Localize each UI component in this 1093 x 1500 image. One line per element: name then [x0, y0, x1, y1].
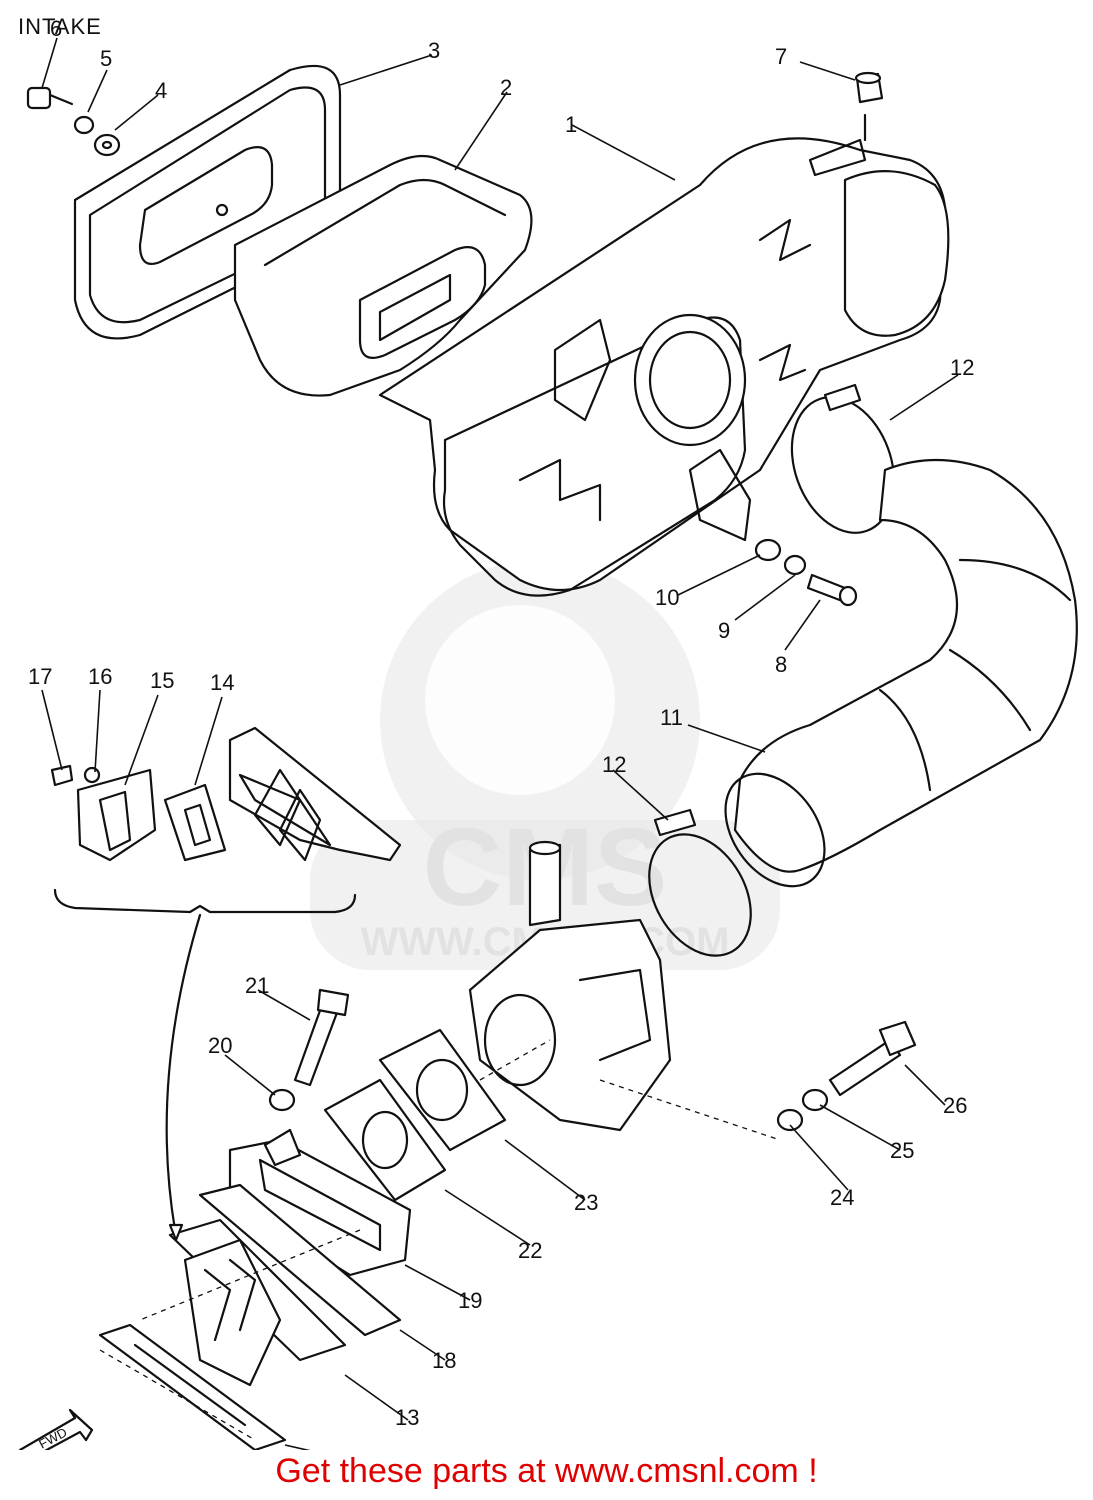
callout-15: 15 — [150, 668, 174, 693]
part-7-collar — [854, 71, 884, 142]
part-9-washer — [783, 554, 807, 576]
hose-clamp-lower — [648, 808, 752, 957]
diagram-drawing: CMS WWW.CMSNL.COM — [18, 16, 1078, 1450]
callout-20: 20 — [208, 1033, 232, 1058]
air-filter-element — [233, 154, 533, 397]
part-17-screw — [50, 764, 74, 787]
part-14-reed-petal — [163, 783, 227, 862]
intake-hose — [724, 458, 1078, 888]
part-21-bolt — [293, 988, 350, 1087]
callout-2: 2 — [500, 75, 512, 100]
part-13-reed-valve — [168, 1218, 347, 1387]
callout-17: 17 — [28, 664, 52, 689]
inset-bracket — [53, 888, 357, 914]
part-4-washer — [93, 133, 121, 157]
callout-24: 24 — [830, 1185, 854, 1210]
callout-25: 25 — [890, 1138, 914, 1163]
part-19-manifold — [228, 1128, 412, 1277]
fwd-arrow: FWD — [18, 1408, 94, 1450]
air-cleaner-case — [378, 137, 950, 597]
part-8-bolt — [806, 573, 858, 607]
part-16-gasket-lower — [98, 1323, 287, 1450]
part-5-washer — [73, 115, 95, 135]
part-23-insulator — [378, 1028, 507, 1152]
callout-12-lower: 12 — [602, 752, 626, 777]
callout-11: 11 — [660, 705, 683, 730]
callout-18-upper: 18 — [432, 1348, 456, 1373]
part-15-reed-stopper — [76, 768, 157, 862]
callout-1: 1 — [565, 112, 577, 137]
callout-6: 6 — [50, 16, 62, 41]
part-18-gasket-upper — [198, 1183, 402, 1337]
carburetor — [468, 840, 672, 1132]
parts-link-banner[interactable]: Get these parts at www.cmsnl.com ! — [275, 1452, 818, 1490]
part-26-bolt — [828, 1020, 917, 1097]
callout-4: 4 — [155, 78, 167, 103]
reed-valve-inset — [228, 726, 402, 862]
part-20-washer — [268, 1088, 296, 1112]
part-22-gasket — [323, 1078, 447, 1202]
part-16-screw — [83, 766, 101, 784]
diagram-title: INTAKE — [18, 14, 102, 39]
callout-12-upper: 12 — [950, 355, 974, 380]
callout-5: 5 — [100, 46, 112, 71]
callout-21: 21 — [245, 973, 269, 998]
inset-arrow-head — [168, 1223, 184, 1242]
callout-10: 10 — [655, 585, 679, 610]
part-10-washer — [754, 538, 782, 562]
part-6-bolt — [26, 86, 74, 110]
callout-19: 19 — [458, 1288, 482, 1313]
callout-22: 22 — [518, 1238, 542, 1263]
part-24-washer — [776, 1108, 804, 1132]
leader-lines — [41, 37, 959, 1450]
hose-clamp-upper — [790, 383, 896, 534]
callout-23: 23 — [574, 1190, 598, 1215]
assembly-lines — [99, 1039, 781, 1441]
callout-8: 8 — [775, 652, 787, 677]
callout-labels: 1 2 3 4 5 6 7 8 9 10 11 12 12 13 14 15 1… — [28, 16, 974, 1430]
callout-13: 13 — [395, 1405, 419, 1430]
callout-16-inset: 16 — [88, 664, 112, 689]
callout-9: 9 — [718, 618, 730, 643]
callout-26: 26 — [943, 1093, 967, 1118]
callout-3: 3 — [428, 38, 440, 63]
inset-arrow — [165, 913, 202, 1232]
callout-14: 14 — [210, 670, 234, 695]
callout-7: 7 — [775, 44, 787, 69]
